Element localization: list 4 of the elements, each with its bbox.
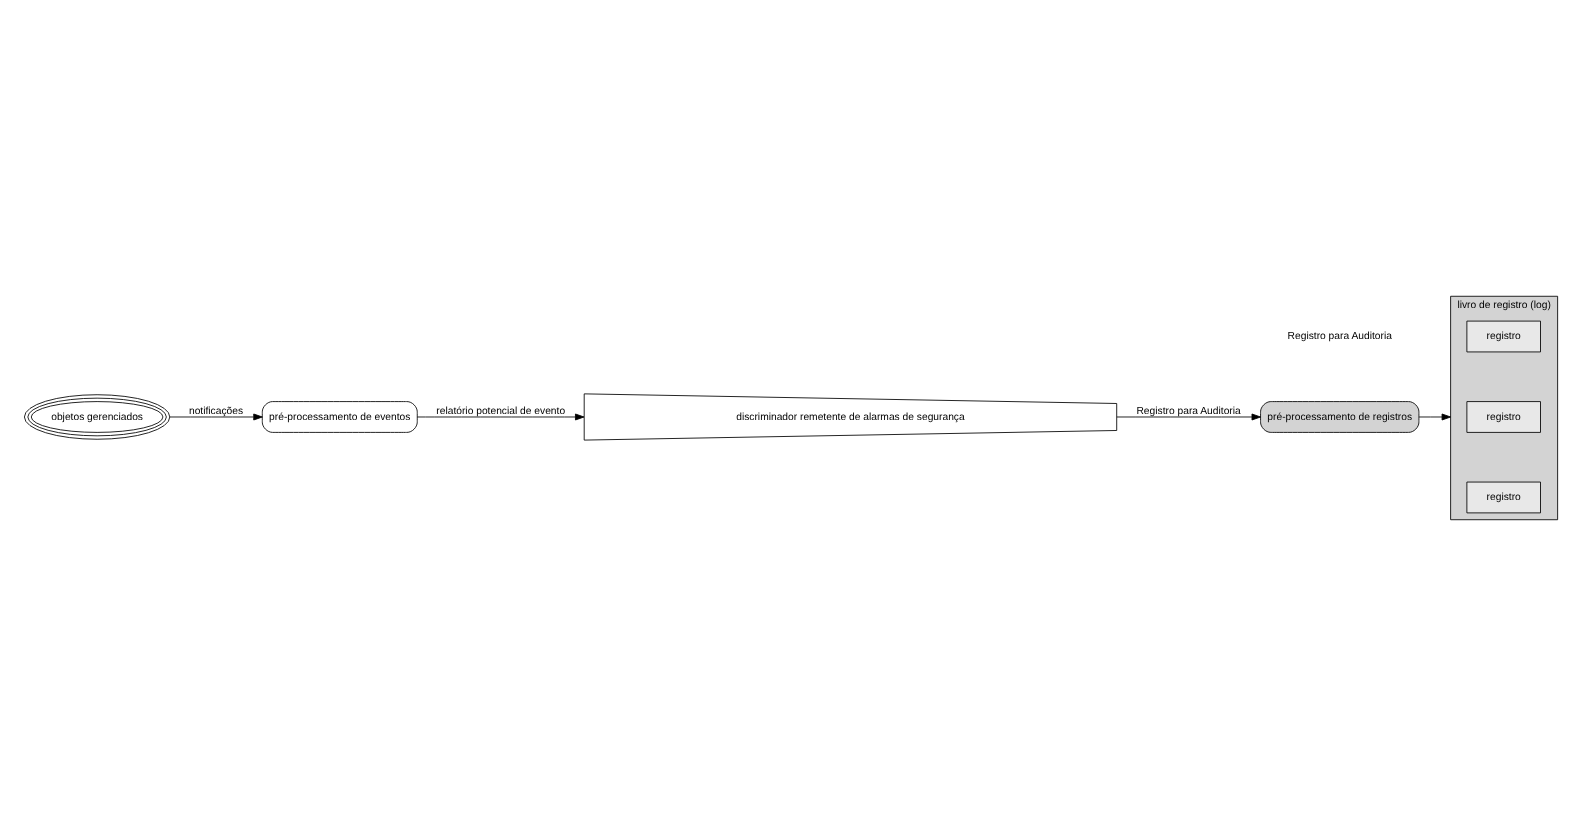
arrow: [1116, 413, 1261, 421]
arrow: [169, 413, 263, 421]
arrow: [416, 413, 585, 421]
arrow: [1418, 413, 1452, 421]
